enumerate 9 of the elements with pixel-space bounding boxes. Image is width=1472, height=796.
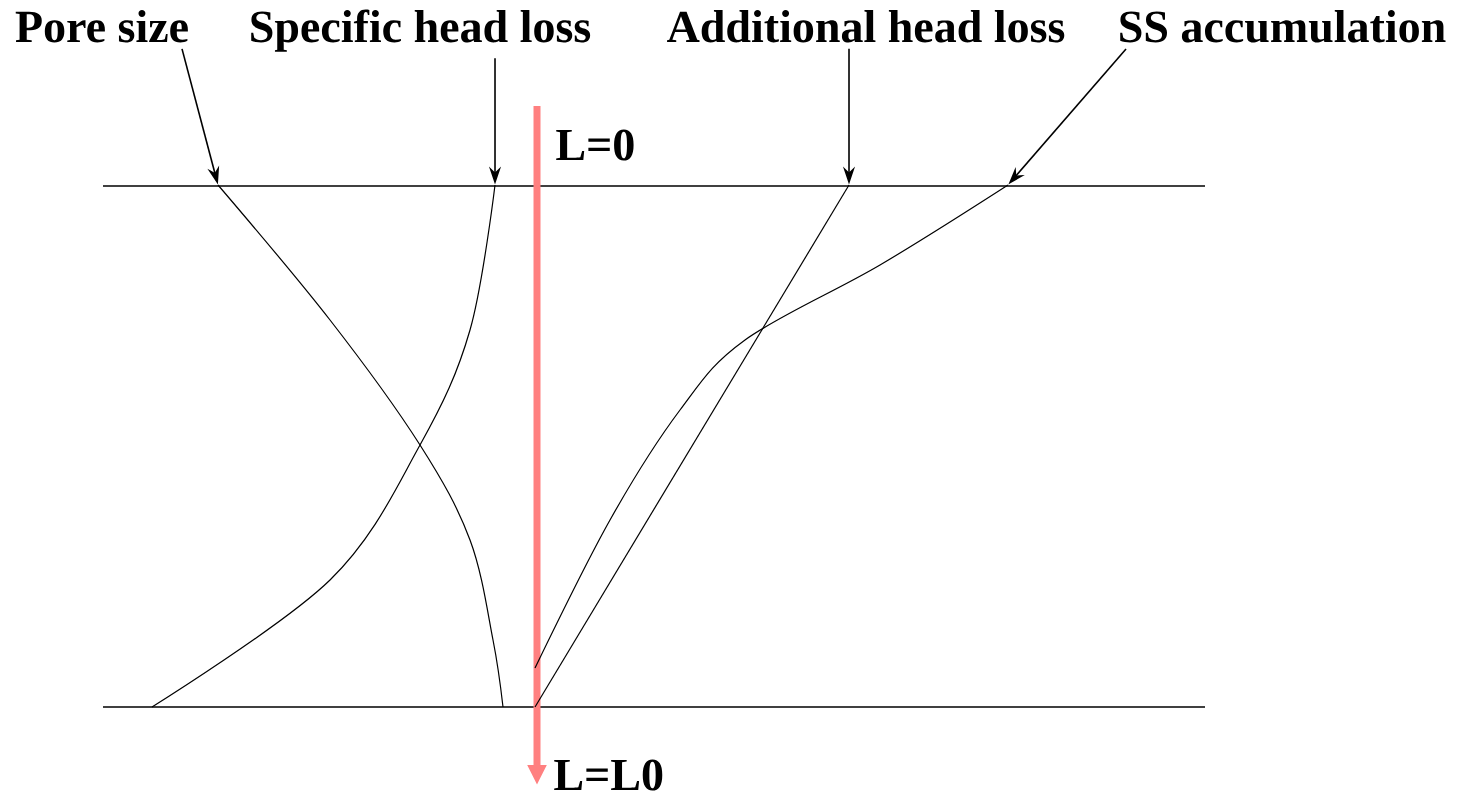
heading-label: SS accumulation (1120, 10, 1446, 43)
curve (151, 184, 496, 708)
heading-label: Additional head loss (667, 10, 1065, 43)
position-label: L=L0 (554, 759, 663, 791)
heading-label: Specific head loss (251, 9, 591, 52)
position-label: L=0 (556, 129, 634, 161)
line (534, 184, 850, 708)
curve (534, 184, 1009, 669)
heading-label: Pore size (15, 10, 188, 43)
